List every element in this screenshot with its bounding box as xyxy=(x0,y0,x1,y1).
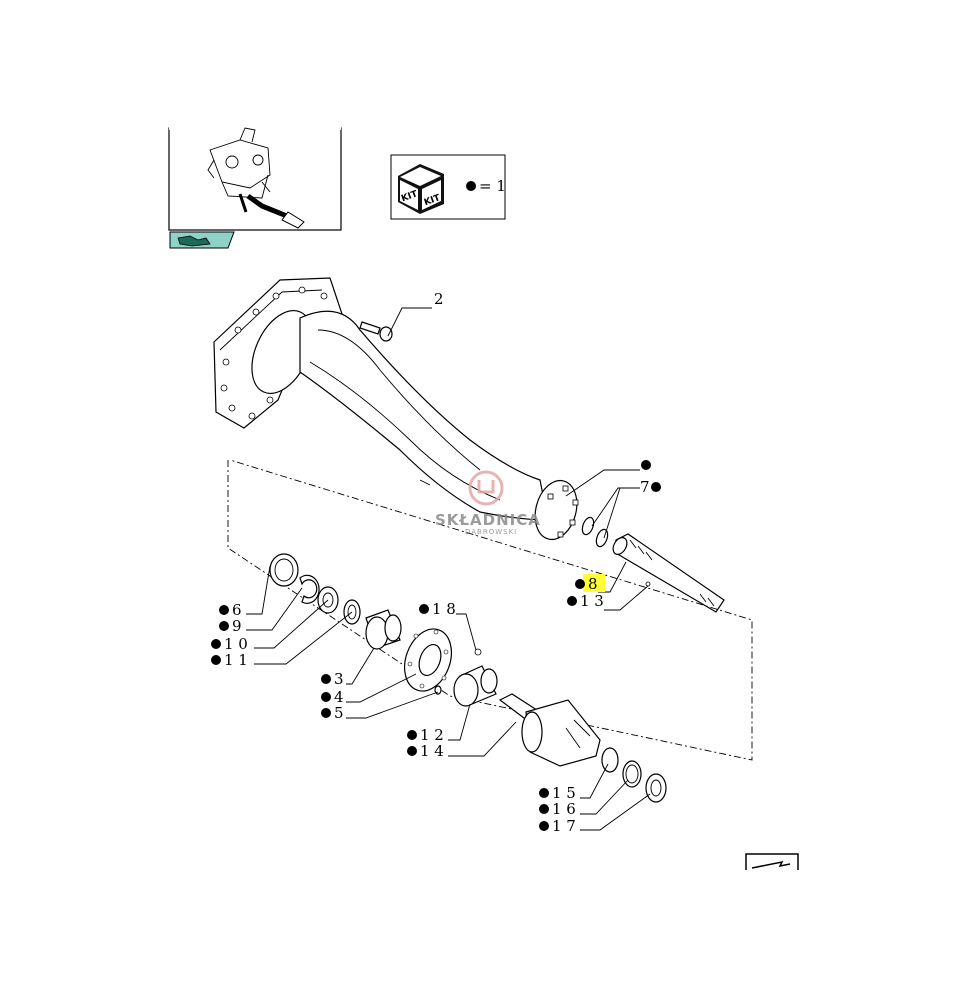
half-shaft[interactable] xyxy=(610,533,725,613)
pin[interactable] xyxy=(645,581,651,587)
callout-labels: 2 7 8 1 3 6 9 1 0 1 1 1 8 3 4 5 1 2 1 4 … xyxy=(211,290,661,835)
yoke-washer[interactable] xyxy=(645,773,667,803)
bullet-icon xyxy=(219,621,229,631)
leader-lines xyxy=(246,307,651,831)
bullet-icon xyxy=(219,605,229,615)
bullet-icon xyxy=(419,604,429,614)
bullet-icon xyxy=(567,596,577,606)
o-ring[interactable] xyxy=(594,528,610,548)
bullet-icon xyxy=(211,655,221,665)
kit-legend: KIT KIT = 1 xyxy=(390,154,506,220)
bolt[interactable] xyxy=(359,321,393,342)
callout-7[interactable]: 7 xyxy=(640,478,650,496)
bushing[interactable] xyxy=(365,609,402,650)
bullet-icon xyxy=(539,804,549,814)
bullet-icon xyxy=(641,460,651,470)
callout-14[interactable]: 1 4 xyxy=(420,742,444,760)
watermark-logo: SKŁADNICA DĄBROWSKI xyxy=(435,470,541,536)
view-tab-icon[interactable] xyxy=(169,231,235,249)
bullet-icon xyxy=(539,821,549,831)
callout-17[interactable]: 1 7 xyxy=(552,817,576,835)
bullet-icon xyxy=(407,730,417,740)
bullet-icon xyxy=(211,639,221,649)
axle-housing[interactable] xyxy=(213,277,583,544)
kit-equals-label: = 1 xyxy=(479,177,506,195)
seal-ring[interactable] xyxy=(580,516,596,536)
callout-4[interactable]: 4 xyxy=(334,688,344,706)
bullet-icon xyxy=(321,708,331,718)
callout-9[interactable]: 9 xyxy=(232,617,242,635)
callout-8[interactable]: 8 xyxy=(588,575,598,593)
kit-box-icon: KIT KIT xyxy=(398,164,444,214)
watermark-title: SKŁADNICA xyxy=(435,511,541,529)
pivot-bush[interactable] xyxy=(453,665,498,707)
dowel-pin[interactable] xyxy=(434,685,442,695)
bullet-icon xyxy=(321,674,331,684)
callout-2[interactable]: 2 xyxy=(434,290,444,308)
bullet-icon xyxy=(407,746,417,756)
callout-18[interactable]: 1 8 xyxy=(432,600,456,618)
yoke-seal[interactable] xyxy=(601,747,619,773)
bullet-icon xyxy=(651,482,661,492)
overview-thumbnail[interactable] xyxy=(168,126,342,249)
callout-5[interactable]: 5 xyxy=(334,704,344,722)
callout-10[interactable]: 1 0 xyxy=(224,635,248,653)
thrust-washer[interactable] xyxy=(269,553,299,587)
next-page-icon[interactable] xyxy=(745,853,799,870)
highlight-marker xyxy=(583,574,605,592)
watermark-subtitle: DĄBROWSKI xyxy=(465,528,517,536)
callout-6[interactable]: 6 xyxy=(232,601,242,619)
bullet-icon xyxy=(321,692,331,702)
callout-12[interactable]: 1 2 xyxy=(420,726,444,744)
bullet-icon xyxy=(466,181,476,191)
callout-3[interactable]: 3 xyxy=(334,670,344,688)
callout-11[interactable]: 1 1 xyxy=(224,651,248,669)
bullet-icon xyxy=(539,788,549,798)
bullet-icon xyxy=(575,579,585,589)
flange-ring[interactable] xyxy=(396,622,459,697)
yoke[interactable] xyxy=(498,693,601,767)
snap-ring[interactable] xyxy=(299,574,320,604)
grease-nipple[interactable] xyxy=(474,648,482,656)
callout-16[interactable]: 1 6 xyxy=(552,800,576,818)
callout-15[interactable]: 1 5 xyxy=(552,784,576,802)
callout-13[interactable]: 1 3 xyxy=(580,592,604,610)
